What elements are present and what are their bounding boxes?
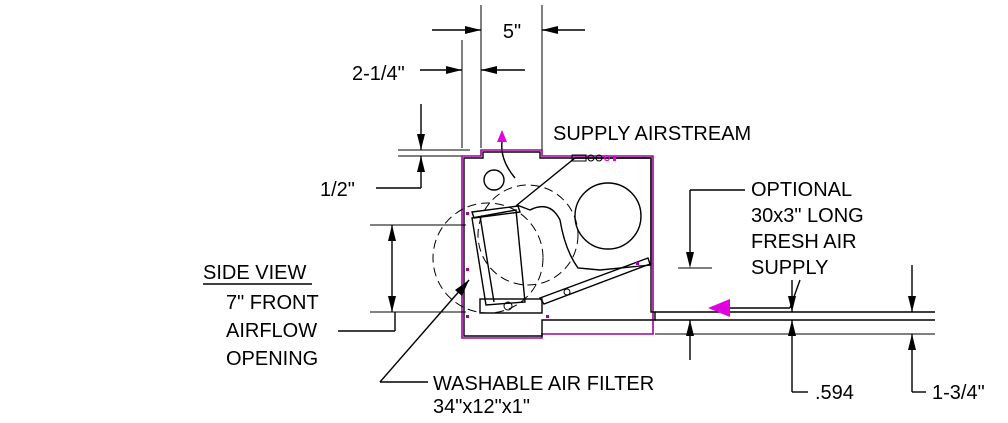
side-view-title: SIDE VIEW (203, 262, 306, 284)
dim-5-label: 5" (503, 21, 521, 43)
dim-1-2-label: 1/2" (320, 179, 355, 201)
front-opening-line-2: AIRFLOW (226, 320, 317, 342)
filter-label-line-1: WASHABLE AIR FILTER (433, 373, 654, 395)
front-opening-line-3: OPENING (226, 348, 318, 370)
unit-housing (432, 149, 656, 339)
front-opening-line-1: 7" FRONT (226, 292, 319, 314)
supply-arrow-icon (497, 130, 507, 142)
fresh-air-line-1: OPTIONAL (751, 179, 852, 201)
dimension-5-inch: 5" (432, 5, 585, 150)
fresh-air-line-2: 30x3" LONG (751, 205, 864, 227)
dim-1-3-4-label: 1-3/4" (932, 382, 985, 404)
dimension-2-1-4-inch: 2-1/4" (352, 40, 525, 148)
fresh-air-line-4: SUPPLY (751, 257, 828, 279)
fresh-air-line-3: FRESH AIR (751, 231, 857, 253)
dimension-7-inch (370, 224, 466, 313)
supply-airstream-label: SUPPLY AIRSTREAM (553, 123, 751, 145)
fresh-air-arrow-icon (708, 299, 730, 317)
dim-2-1-4-label: 2-1/4" (352, 63, 405, 85)
fresh-air-duct (655, 311, 935, 335)
filter-label-line-2: 34"x12"x1" (433, 396, 530, 418)
dimension-1-2-inch: 1/2" (320, 104, 470, 201)
dimension-594 (686, 280, 808, 393)
dimension-1-3-4 (908, 265, 926, 393)
dim-594-label: .594 (815, 382, 854, 404)
